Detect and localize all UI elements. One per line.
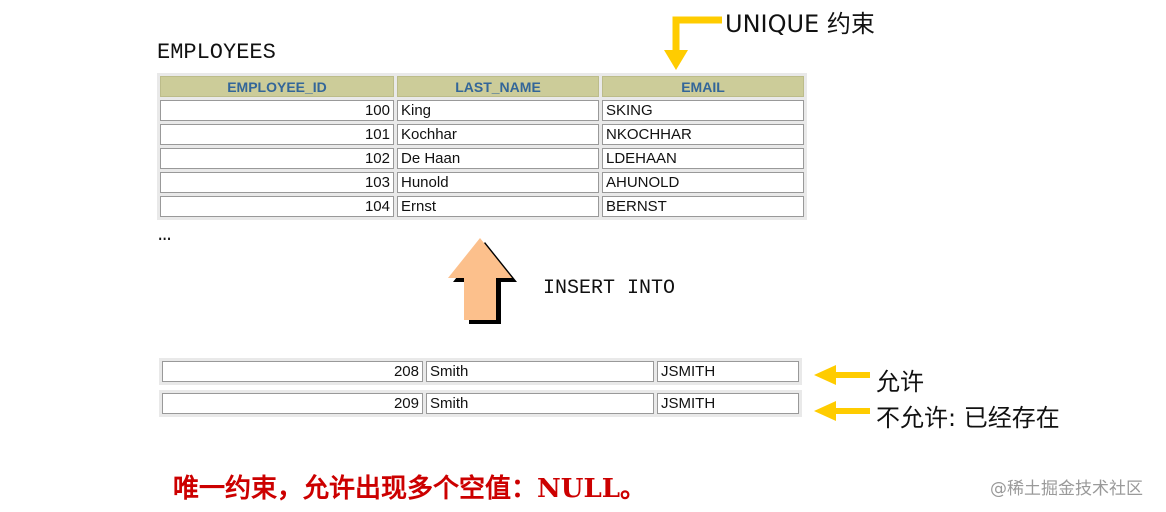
cell-employee-id: 101 — [160, 124, 394, 145]
table-row: 100 King SKING — [160, 100, 804, 121]
denied-arrow-icon — [814, 401, 870, 421]
table-title: EMPLOYEES — [157, 40, 276, 65]
table-row: 208 Smith JSMITH — [162, 361, 799, 382]
footer-note: 唯一约束，允许出现多个空值：NULL。 — [173, 474, 647, 504]
new-row-table: 209 Smith JSMITH — [159, 390, 802, 417]
cell-employee-id: 104 — [160, 196, 394, 217]
new-row-table: 208 Smith JSMITH — [159, 358, 802, 385]
not-allowed-label: 不允许: 已经存在 — [876, 404, 1060, 432]
table-row: 103 Hunold AHUNOLD — [160, 172, 804, 193]
table-row: 102 De Haan LDEHAAN — [160, 148, 804, 169]
cell-employee-id: 102 — [160, 148, 394, 169]
cell-email: BERNST — [602, 196, 804, 217]
allowed-arrow-icon — [814, 365, 870, 385]
cell-employee-id: 100 — [160, 100, 394, 121]
unique-constraint-arrow-icon — [664, 16, 722, 70]
column-header-last-name: LAST_NAME — [397, 76, 599, 97]
cell-email: JSMITH — [657, 393, 799, 414]
table-row: 209 Smith JSMITH — [162, 393, 799, 414]
cell-employee-id: 208 — [162, 361, 423, 382]
more-rows-ellipsis: … — [158, 222, 172, 247]
cell-employee-id: 103 — [160, 172, 394, 193]
cell-email: LDEHAAN — [602, 148, 804, 169]
employees-table: EMPLOYEE_ID LAST_NAME EMAIL 100 King SKI… — [157, 73, 807, 220]
cell-last-name: Kochhar — [397, 124, 599, 145]
cell-email: NKOCHHAR — [602, 124, 804, 145]
table-row: 101 Kochhar NKOCHHAR — [160, 124, 804, 145]
cell-email: SKING — [602, 100, 804, 121]
cell-last-name: De Haan — [397, 148, 599, 169]
cell-last-name: King — [397, 100, 599, 121]
column-header-employee-id: EMPLOYEE_ID — [160, 76, 394, 97]
table-header-row: EMPLOYEE_ID LAST_NAME EMAIL — [160, 76, 804, 97]
column-header-email: EMAIL — [602, 76, 804, 97]
watermark: @稀土掘金技术社区 — [990, 479, 1143, 499]
cell-last-name: Smith — [426, 393, 654, 414]
cell-employee-id: 209 — [162, 393, 423, 414]
cell-last-name: Hunold — [397, 172, 599, 193]
unique-constraint-label: UNIQUE 约束 — [725, 10, 875, 38]
cell-email: JSMITH — [657, 361, 799, 382]
table-row: 104 Ernst BERNST — [160, 196, 804, 217]
cell-last-name: Ernst — [397, 196, 599, 217]
insert-up-arrow-icon — [448, 238, 517, 324]
insert-into-label: INSERT INTO — [543, 277, 676, 300]
cell-last-name: Smith — [426, 361, 654, 382]
cell-email: AHUNOLD — [602, 172, 804, 193]
allowed-label: 允许 — [876, 368, 924, 396]
